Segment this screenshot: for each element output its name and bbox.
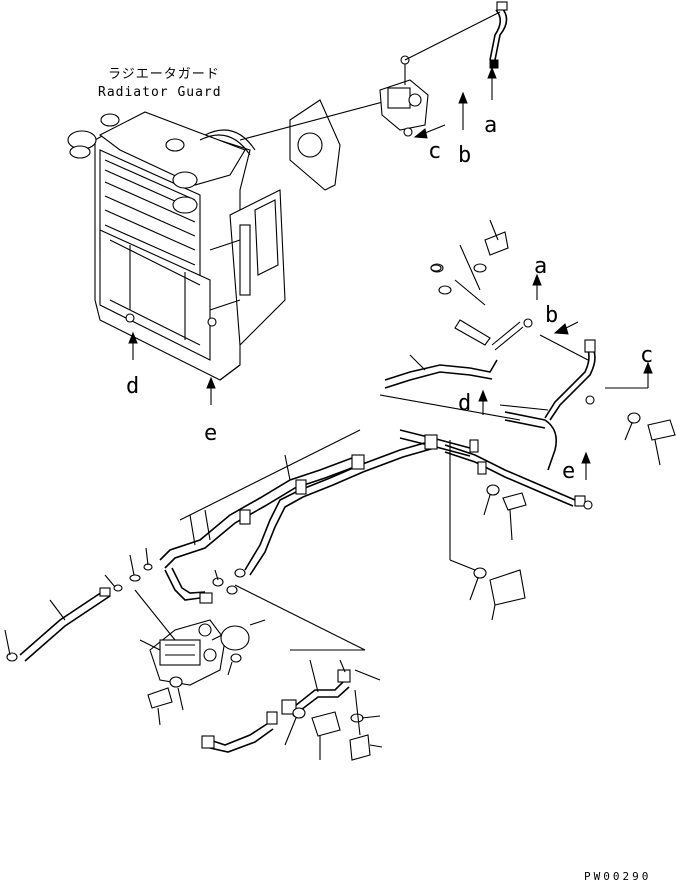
bolt-bottom-center bbox=[284, 689, 383, 761]
label-d-left: d bbox=[126, 374, 139, 399]
arrow-e-mid bbox=[581, 451, 591, 480]
arrow-b-top bbox=[458, 91, 468, 130]
top-valve bbox=[379, 11, 501, 137]
label-b-top: b bbox=[458, 143, 471, 168]
label-a-mid: a bbox=[534, 254, 547, 279]
small-fittings-left bbox=[104, 547, 246, 604]
bolt-right-top bbox=[430, 264, 676, 466]
title-english: Radiator Guard bbox=[98, 85, 222, 100]
main-valve-bottom bbox=[134, 589, 266, 686]
label-c-right: c bbox=[640, 343, 653, 368]
bolt-right-low bbox=[449, 440, 526, 621]
arrow-a-top bbox=[487, 66, 497, 100]
radiator-guard-assembly bbox=[67, 111, 286, 381]
mounting-bracket bbox=[239, 99, 391, 191]
title-japanese: ラジエータガード bbox=[108, 67, 220, 82]
label-a-top: a bbox=[484, 113, 497, 138]
arrow-b-mid bbox=[553, 321, 579, 335]
bolt-right-mid bbox=[483, 484, 527, 541]
label-d-mid: d bbox=[458, 391, 471, 416]
arrow-c-right bbox=[605, 361, 653, 389]
arrow-c-top bbox=[413, 124, 446, 139]
label-e-mid: e bbox=[562, 459, 575, 484]
bottom-pipe bbox=[201, 584, 381, 753]
arrow-d-left bbox=[128, 331, 138, 360]
arrow-e-left bbox=[206, 376, 216, 405]
right-pipe-assembly bbox=[379, 219, 596, 510]
top-hose bbox=[489, 1, 508, 69]
bolt-bottom-left bbox=[147, 676, 184, 726]
long-pipe-run bbox=[159, 429, 439, 576]
arrow-a-mid bbox=[532, 273, 542, 300]
long-tube-left bbox=[4, 587, 111, 662]
label-e-left: e bbox=[204, 421, 217, 446]
label-c-top: c bbox=[428, 139, 441, 164]
drawing-code: PW00290 bbox=[584, 870, 651, 883]
arrow-d-mid bbox=[478, 389, 488, 415]
label-b-mid: b bbox=[545, 303, 558, 328]
